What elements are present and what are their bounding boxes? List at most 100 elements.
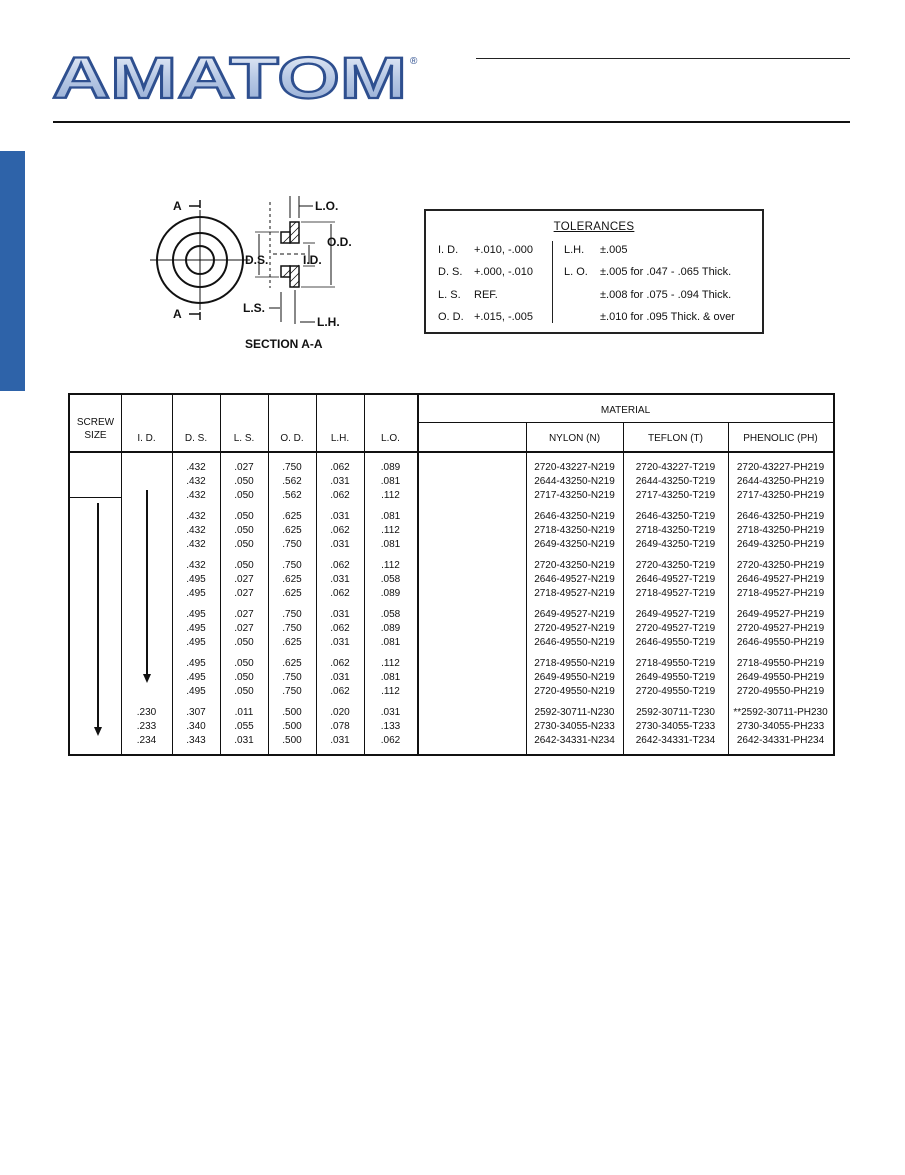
label-lh: L.H. (317, 315, 340, 329)
cell-od: .750 (282, 686, 302, 697)
cell-ls: .050 (234, 560, 254, 571)
tol-left-label: D. S. (438, 266, 463, 278)
cell-lo: .081 (380, 672, 401, 683)
cell-ph: 2646-49550-PH219 (736, 637, 825, 648)
cell-lo: .089 (380, 462, 401, 473)
cell-ds: .432 (186, 511, 206, 522)
cell-od: .625 (282, 658, 302, 669)
cell-ls: .050 (234, 672, 254, 683)
tol-left-label: L. S. (438, 289, 461, 301)
cell-od: .500 (282, 721, 302, 732)
cell-od: .562 (282, 490, 302, 501)
cell-ph: 2720-43250-PH219 (736, 560, 825, 571)
tol-right-value: ±.005 for .047 - .065 Thick. (600, 266, 732, 278)
cell-lo: .112 (381, 686, 400, 697)
cell-ph: 2644-43250-PH219 (736, 476, 825, 487)
cell-ds: .432 (186, 525, 206, 536)
header-lo: L.O. (381, 433, 400, 444)
section-caption: SECTION A-A (245, 337, 323, 351)
cell-ph: 2730-34055-PH233 (736, 721, 825, 732)
cell-ls: .027 (234, 574, 254, 585)
cell-id: .234 (136, 735, 157, 746)
tol-right-label: L. O. (564, 266, 588, 278)
cell-n: 2644-43250-N219 (534, 476, 615, 487)
label-od: O.D. (327, 235, 352, 249)
cell-t: 2649-49527-T219 (635, 609, 716, 620)
cell-ls: .050 (234, 476, 254, 487)
cell-lh: .020 (330, 707, 350, 718)
cell-ds: .432 (186, 539, 206, 550)
cell-lh: .031 (330, 539, 350, 550)
label-a-top: A (173, 199, 182, 213)
tol-right-label: L.H. (564, 244, 585, 256)
tol-left-value: +.010, -.000 (474, 244, 534, 256)
cell-lh: .062 (330, 686, 350, 697)
cell-ds: .432 (186, 490, 206, 501)
cell-t: 2646-43250-T219 (635, 511, 716, 522)
cell-ls: .050 (234, 490, 254, 501)
cell-ds: .495 (186, 672, 206, 683)
cell-od: .750 (282, 462, 302, 473)
cell-ph: 2720-49550-PH219 (736, 686, 825, 697)
cell-ds: .307 (186, 707, 206, 718)
cell-od: .750 (282, 672, 302, 683)
cell-ds: .495 (186, 588, 206, 599)
cell-ph: 2649-49527-PH219 (736, 609, 825, 620)
cell-lo: .089 (380, 588, 401, 599)
cell-n: 2718-49550-N219 (534, 658, 615, 669)
tolerances-divider (552, 241, 553, 323)
cell-ls: .055 (234, 721, 254, 732)
cell-lo: .133 (380, 721, 401, 732)
cell-ds: .495 (186, 637, 206, 648)
cell-lh: .031 (330, 672, 350, 683)
side-tab (0, 151, 25, 391)
cell-t: 2718-49527-T219 (635, 588, 716, 599)
cell-lh: .062 (330, 462, 350, 473)
cell-n: 2717-43250-N219 (534, 490, 615, 501)
cell-t: 2718-43250-T219 (635, 525, 716, 536)
registered-mark: ® (410, 56, 418, 67)
cell-lo: .089 (380, 623, 401, 634)
cell-lh: .031 (330, 637, 350, 648)
cell-lh: .062 (330, 658, 350, 669)
cell-od: .500 (282, 735, 302, 746)
cell-od: .750 (282, 539, 302, 550)
tol-left-label: O. D. (438, 311, 464, 323)
label-ls: L.S. (243, 301, 265, 315)
tolerances-title: TOLERANCES (553, 221, 635, 233)
tol-left-value: +.015, -.005 (474, 311, 534, 323)
cell-lh: .031 (330, 609, 350, 620)
cell-ds: .495 (186, 658, 206, 669)
cell-t: 2730-34055-T233 (635, 721, 716, 732)
cell-ph: 2720-49527-PH219 (736, 623, 825, 634)
cell-od: .625 (282, 574, 302, 585)
cell-ls: .011 (234, 707, 254, 718)
header-nylon: NYLON (N) (548, 433, 601, 444)
cell-id: .233 (136, 721, 157, 732)
cell-n: 2646-49527-N219 (534, 574, 615, 585)
cell-ls: .050 (234, 658, 254, 669)
size-arrow-line (97, 503, 99, 727)
cell-n: 2718-43250-N219 (534, 525, 615, 536)
amatom-logo: AMATOM ® (52, 52, 418, 102)
cell-n: 2649-49527-N219 (534, 609, 615, 620)
cell-lo: .112 (381, 525, 400, 536)
tol-right-value: ±.005 (600, 244, 628, 256)
cell-ls: .027 (234, 609, 254, 620)
cell-ds: .495 (186, 574, 206, 585)
cell-od: .500 (282, 707, 302, 718)
cell-ph: 2649-43250-PH219 (736, 539, 825, 550)
cell-od: .625 (282, 525, 302, 536)
id-arrow-line (146, 490, 148, 674)
tol-right-value: ±.010 for .095 Thick. & over (600, 311, 735, 323)
cell-lo: .081 (380, 539, 401, 550)
tolerances-box: TOLERANCES I. D. +.010, -.000 D. S. +.00… (424, 209, 764, 334)
cell-lo: .081 (380, 511, 401, 522)
cell-ls: .050 (234, 525, 254, 536)
cell-ls: .050 (234, 511, 254, 522)
cell-lo: .058 (380, 574, 401, 585)
cell-ds: .340 (186, 721, 206, 732)
cell-n: 2720-43250-N219 (534, 560, 615, 571)
cell-ph: 2718-43250-PH219 (736, 525, 825, 536)
cell-lo: .112 (381, 658, 400, 669)
